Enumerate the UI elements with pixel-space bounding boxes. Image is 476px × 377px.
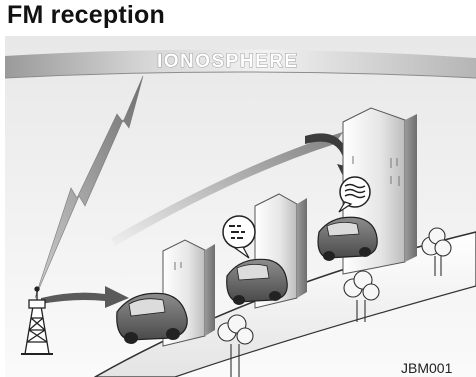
car-2: [227, 259, 288, 305]
car-3: [318, 217, 377, 261]
ionosphere-label: IONOSPHERE: [157, 51, 299, 72]
fm-reception-illustration: IONOSPHERE: [5, 36, 476, 377]
car-1: [117, 293, 187, 344]
page-title: FM reception: [7, 1, 165, 30]
figure-code: JBM001: [401, 360, 453, 376]
